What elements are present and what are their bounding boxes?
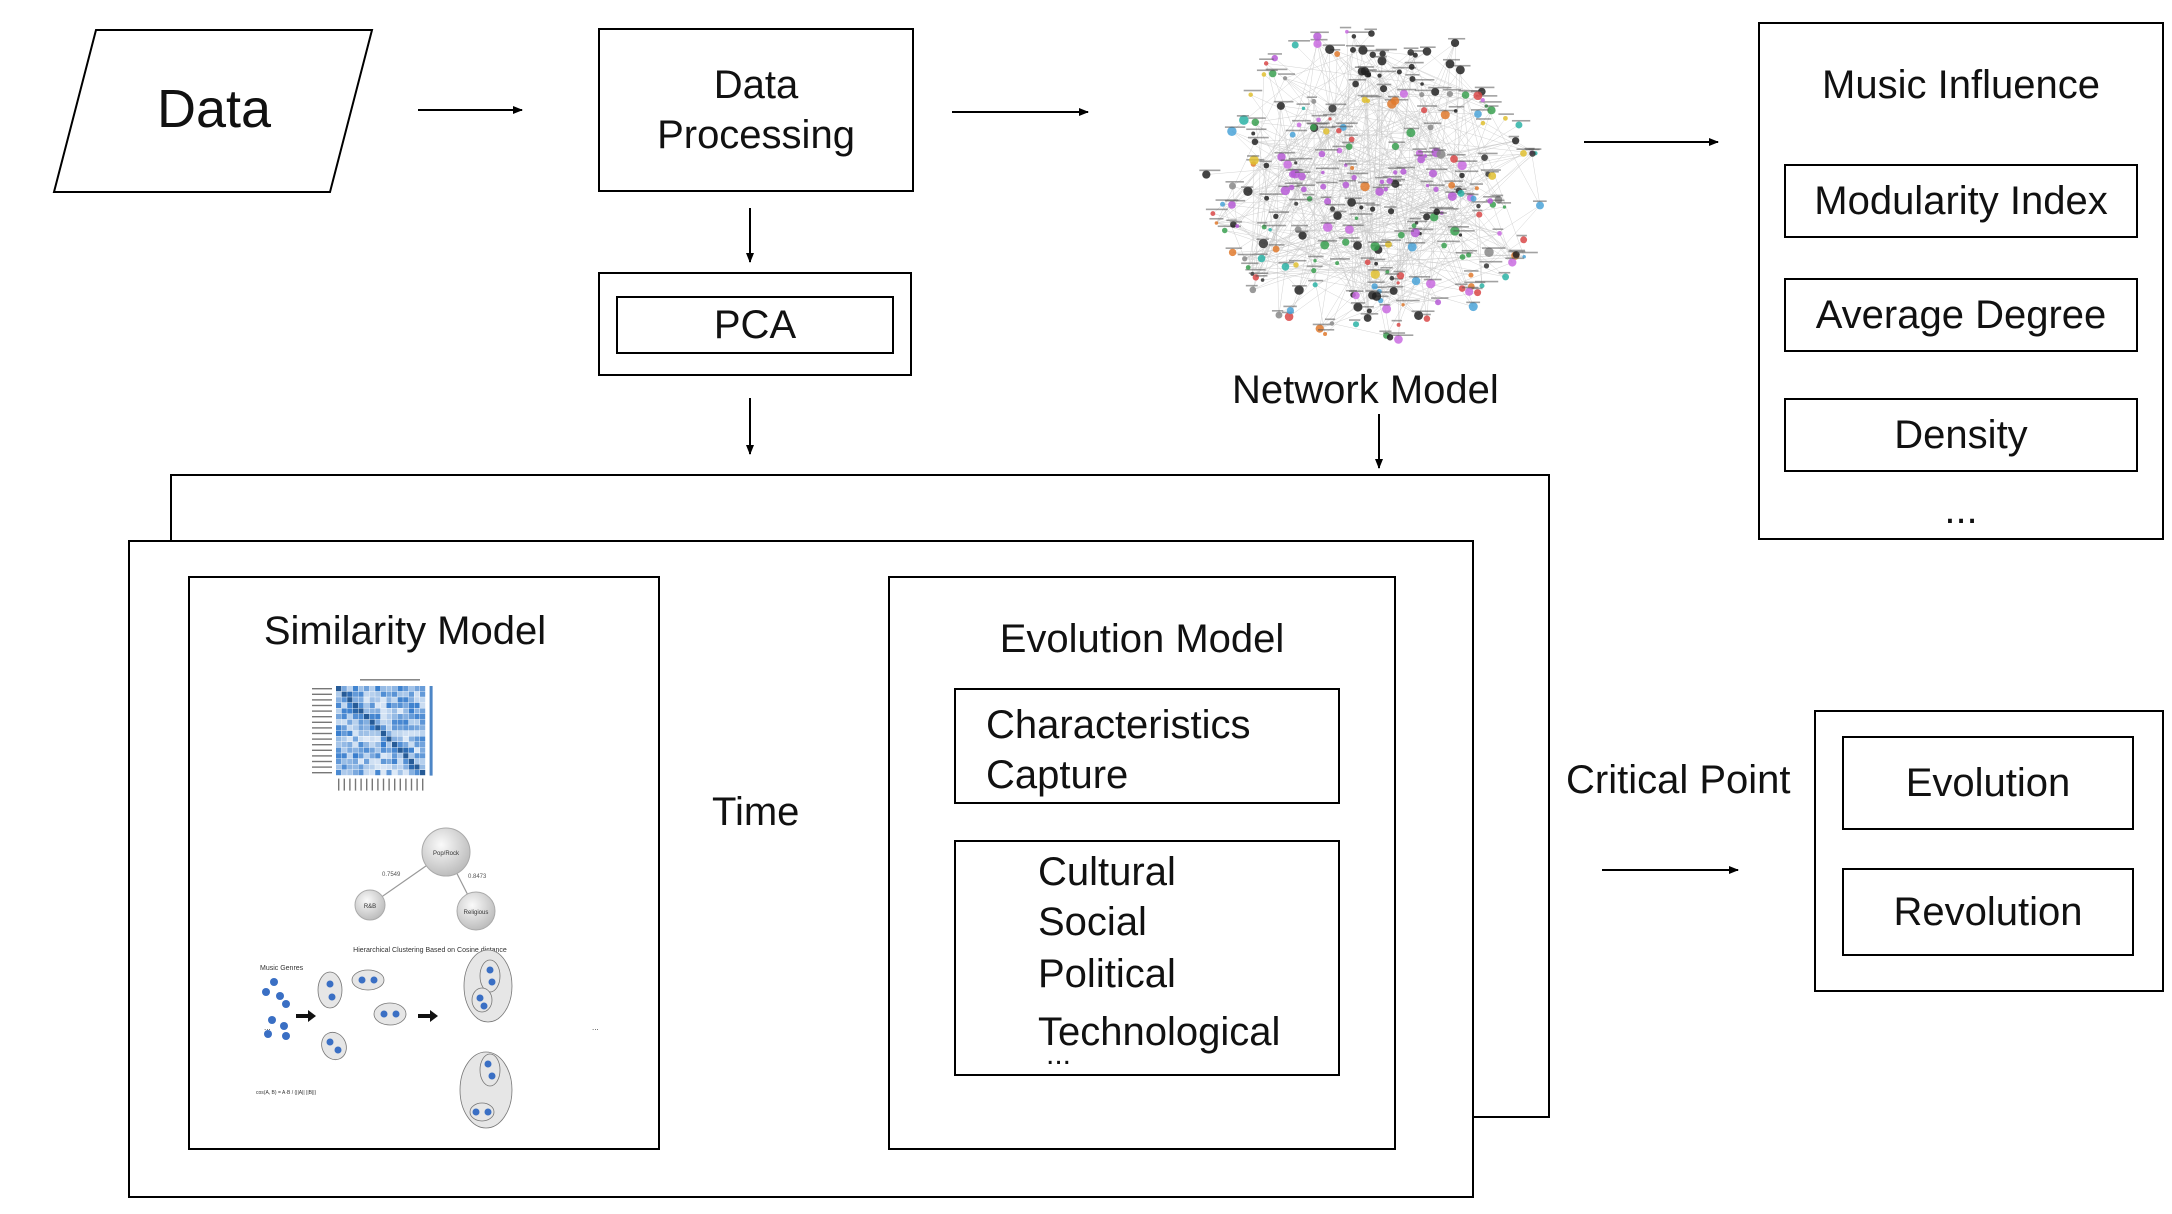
average-degree-box: Average Degree (1784, 278, 2138, 352)
evolution-outcome-box: Evolution (1842, 736, 2134, 830)
characteristics-line1: Characteristics (986, 703, 1251, 747)
clustering-formula: cos(A, B) = A·B / (||A|| ||B||) (256, 1090, 317, 1096)
factor-social: Social (1038, 900, 1147, 944)
pca-inner-box: PCA (616, 296, 894, 354)
average-degree-label: Average Degree (1815, 292, 2107, 337)
influence-more: ... (1944, 487, 1978, 532)
genre-node-religious-label: Religious (464, 910, 489, 916)
data-label: Data (157, 79, 272, 139)
network-graph-image (1199, 26, 1547, 344)
modularity-index-label: Modularity Index (1814, 178, 2108, 223)
genre-node-poprock (421, 827, 471, 877)
heatmap-thumbnail (312, 679, 433, 791)
factor-political: Political (1038, 952, 1176, 996)
genre-edge-label-2: 0.8473 (468, 874, 487, 880)
factor-cultural: Cultural (1038, 850, 1176, 894)
evolution-outcome-label: Evolution (1905, 760, 2071, 805)
similarity-model-title: Similarity Model (263, 608, 547, 653)
evolution-model-box: Evolution Model Characteristics Capture … (888, 576, 1396, 1150)
time-label: Time (712, 790, 800, 834)
genre-node-rnb (354, 889, 386, 921)
clustering-ellipsis-2: ... (592, 1023, 599, 1032)
genre-node-poprock-label: Pop/Rock (433, 851, 460, 857)
characteristics-capture-box: Characteristics Capture (954, 688, 1340, 804)
music-influence-title: Music Influence (1822, 62, 2100, 107)
pca-label: PCA (713, 302, 797, 347)
revolution-outcome-label: Revolution (1893, 889, 2083, 934)
genre-node-religious (456, 891, 496, 931)
data-processing-line2: Processing (657, 113, 855, 157)
factors-more: ... (1046, 1038, 1072, 1071)
evolution-model-title: Evolution Model (999, 616, 1285, 661)
density-box: Density (1784, 398, 2138, 472)
data-processing-line1: Data (713, 63, 799, 107)
genre-similarity-graph: Pop/Rock R&B Religious 0.7549 0.8473 (354, 827, 496, 931)
similarity-model-box: Similarity Model Pop/Rock R&B Religious … (188, 576, 660, 1150)
factors-box: Cultural Social Political Technological … (954, 840, 1340, 1076)
genre-node-rnb-label: R&B (364, 904, 376, 910)
outcome-panel: Evolution Revolution (1814, 710, 2164, 992)
clustering-title: Hierarchical Clustering Based on Cosine … (353, 947, 507, 954)
critical-point-label: Critical Point (1566, 758, 1791, 802)
network-model-caption: Network Model (1232, 368, 1499, 412)
music-influence-panel: Music Influence Modularity Index Average… (1758, 22, 2164, 540)
modularity-index-box: Modularity Index (1784, 164, 2138, 238)
clustering-ellipsis-1: ... (264, 1023, 271, 1032)
pca-outer-box: PCA (598, 272, 912, 376)
data-parallelogram (52, 29, 374, 193)
clustering-caption: Music Genres (260, 965, 304, 972)
density-label: Density (1894, 412, 2028, 457)
factor-technological: Technological (1038, 1010, 1281, 1054)
genre-edge-label-1: 0.7549 (382, 872, 401, 878)
data-processing-box: Data Processing (598, 28, 914, 192)
revolution-outcome-box: Revolution (1842, 868, 2134, 956)
clustering-thumbnail: Hierarchical Clustering Based on Cosine … (256, 947, 599, 1129)
characteristics-line2: Capture (986, 753, 1129, 797)
